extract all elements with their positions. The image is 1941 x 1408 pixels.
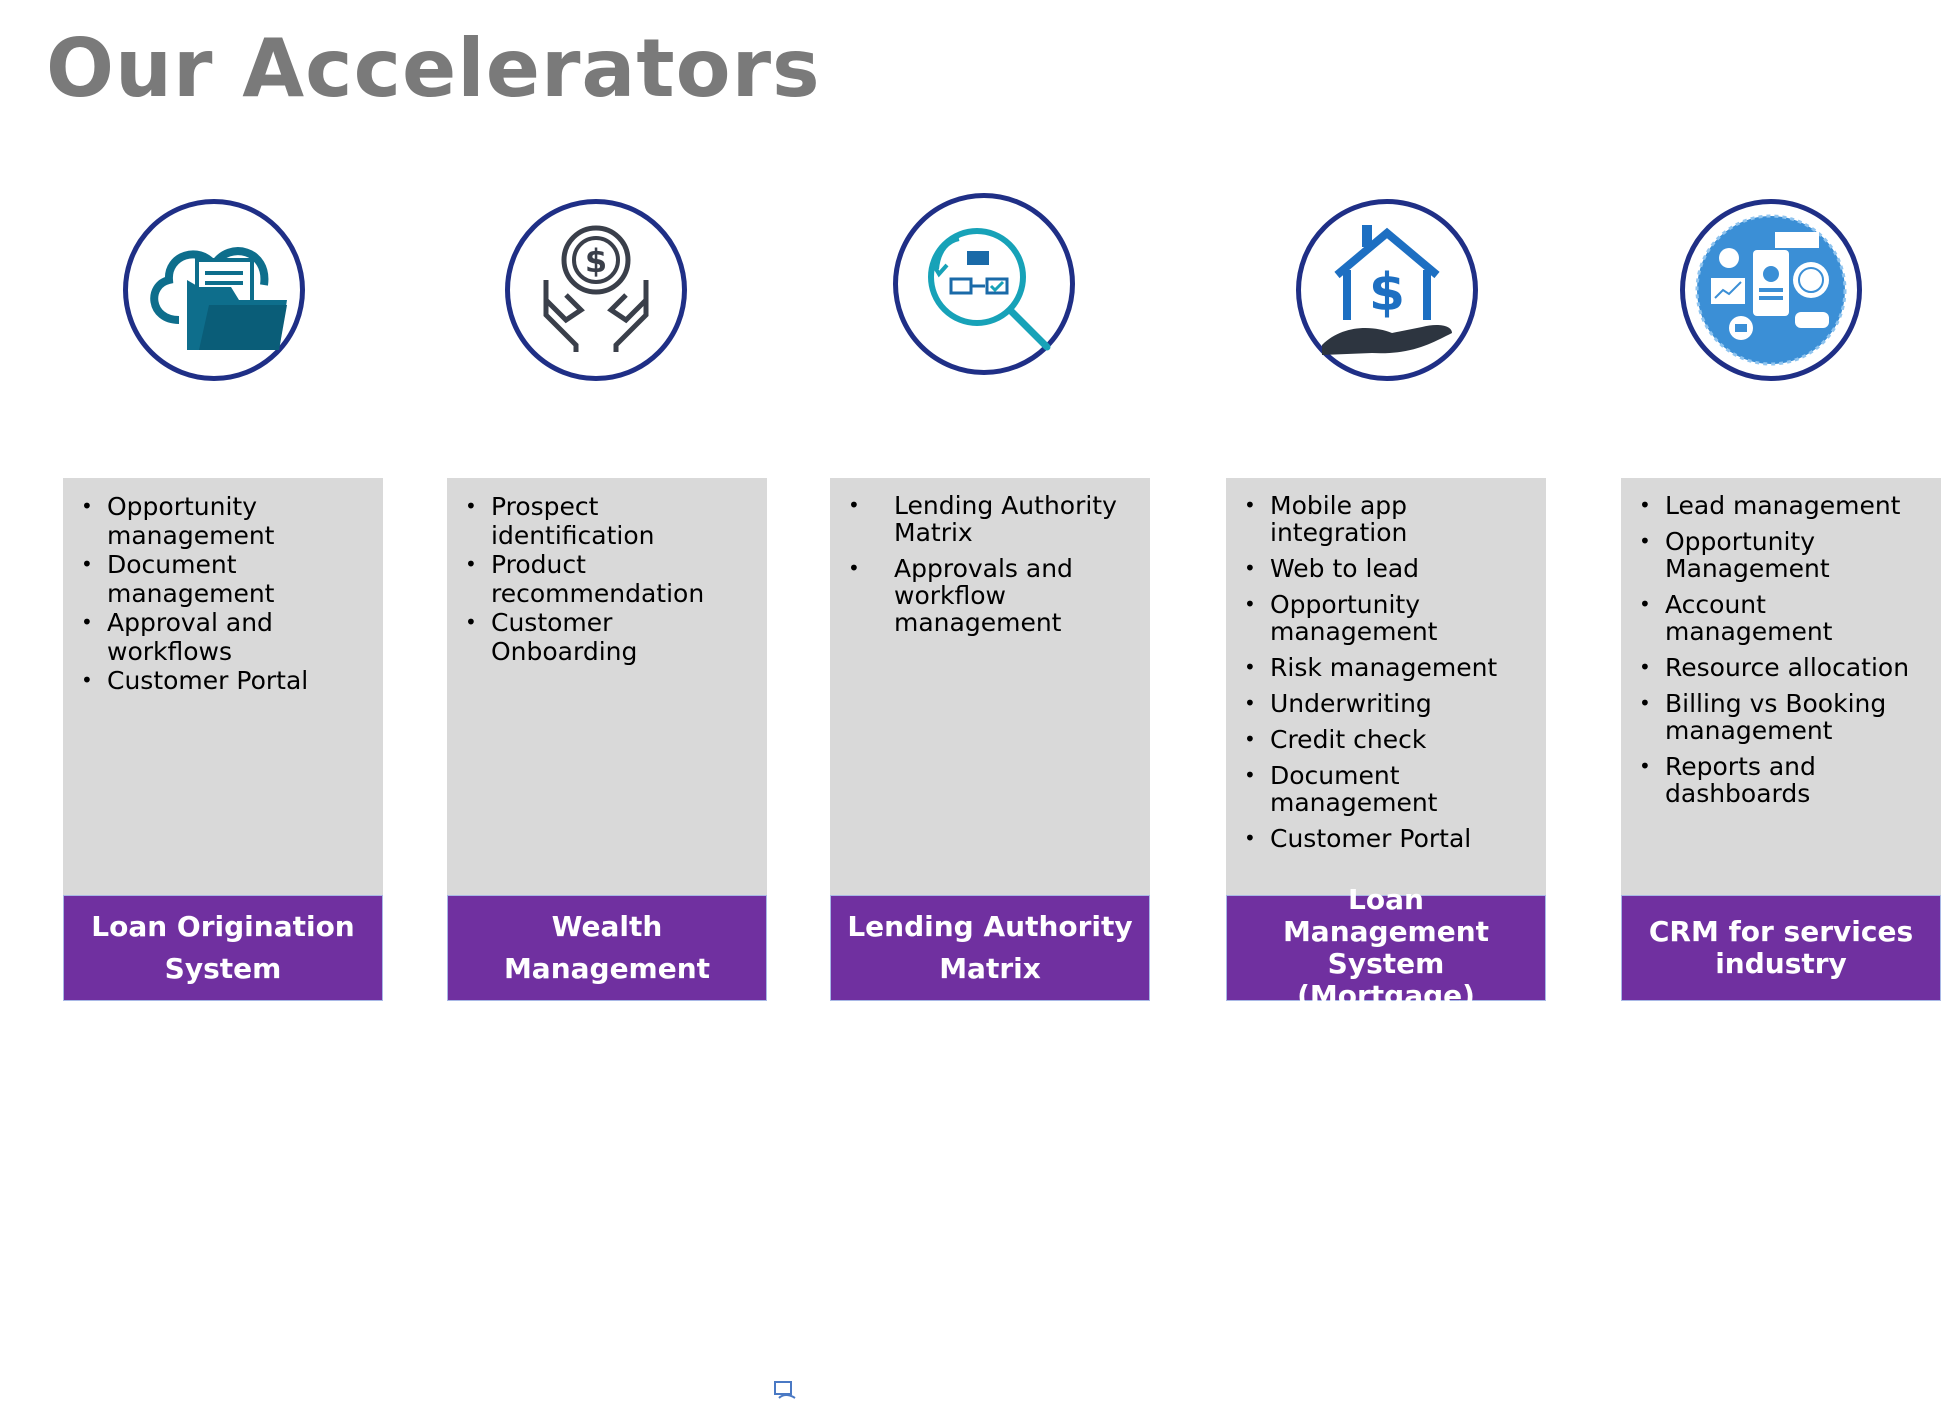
list-item: Customer Portal bbox=[1236, 825, 1528, 852]
embedded-object-icon bbox=[773, 1380, 799, 1402]
list-item: Opportunity management bbox=[1236, 591, 1528, 645]
list-item: Document management bbox=[73, 550, 365, 608]
list-item: Document management bbox=[1236, 762, 1528, 816]
list-item: Prospect identification bbox=[457, 492, 749, 550]
accelerator-name: Lending Authority Matrix bbox=[830, 895, 1150, 1001]
feature-panel: Prospect identification Product recommen… bbox=[447, 478, 767, 895]
list-item: Customer Portal bbox=[73, 666, 365, 695]
list-item: Resource allocation bbox=[1631, 654, 1923, 681]
list-item: Underwriting bbox=[1236, 690, 1528, 717]
list-item: Billing vs Booking management bbox=[1631, 690, 1923, 744]
list-item: Mobile app integration bbox=[1236, 492, 1528, 546]
house-dollar-hand-icon: $ bbox=[1296, 199, 1478, 381]
accelerator-name: Loan Origination System bbox=[63, 895, 383, 1001]
svg-text:$: $ bbox=[585, 242, 607, 280]
accelerator-name: Wealth Management bbox=[447, 895, 767, 1001]
list-item: Customer Onboarding bbox=[457, 608, 749, 666]
list-item: Web to lead bbox=[1236, 555, 1528, 582]
list-item: Approvals and workflow management bbox=[840, 555, 1132, 636]
feature-panel: Lead management Opportunity Management A… bbox=[1621, 478, 1941, 895]
workflow-magnifier-icon bbox=[893, 193, 1075, 375]
crm-digital-icon bbox=[1680, 199, 1862, 381]
svg-text:$: $ bbox=[1369, 263, 1405, 323]
list-item: Lead management bbox=[1631, 492, 1923, 519]
list-item: Account management bbox=[1631, 591, 1923, 645]
list-item: Credit check bbox=[1236, 726, 1528, 753]
list-item: Product recommendation bbox=[457, 550, 749, 608]
list-item: Lending Authority Matrix bbox=[840, 492, 1132, 546]
list-item: Risk management bbox=[1236, 654, 1528, 681]
list-item: Reports and dashboards bbox=[1631, 753, 1923, 807]
accelerator-name: CRM for services industry bbox=[1621, 895, 1941, 1001]
feature-panel: Opportunity management Document manageme… bbox=[63, 478, 383, 895]
list-item: Opportunity management bbox=[73, 492, 365, 550]
list-item: Approval and workflows bbox=[73, 608, 365, 666]
page-title: Our Accelerators bbox=[46, 22, 821, 115]
feature-panel: Lending Authority Matrix Approvals and w… bbox=[830, 478, 1150, 895]
list-item: Opportunity Management bbox=[1631, 528, 1923, 582]
cloud-folder-icon bbox=[123, 199, 305, 381]
accelerator-name: Loan Management System (Mortgage) bbox=[1226, 884, 1546, 1012]
dollar-hands-icon: $ bbox=[505, 199, 687, 381]
feature-panel: Mobile app integration Web to lead Oppor… bbox=[1226, 478, 1546, 895]
